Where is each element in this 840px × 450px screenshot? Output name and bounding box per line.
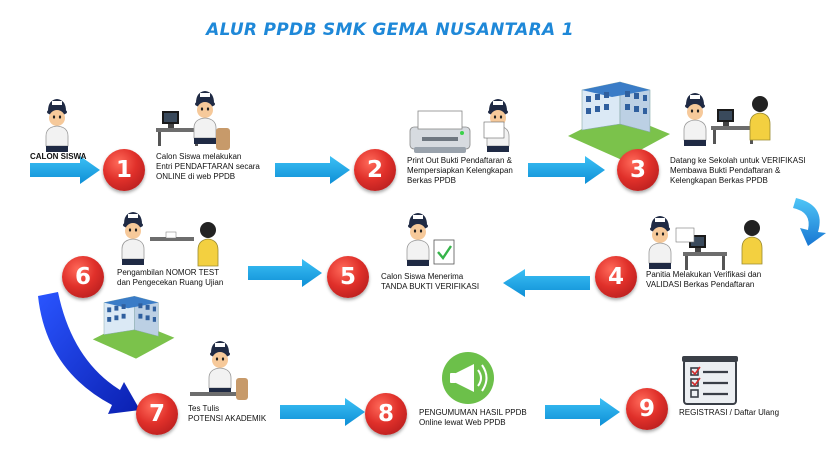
arrow-2-to-3: [528, 156, 605, 184]
flow-arrows: [30, 156, 826, 426]
handover-icon: [121, 211, 219, 267]
step-3-line-1: Datang ke Sekolah untuk VERIFIKASI: [670, 156, 806, 165]
step-6-line-2: dan Pengecekan Ruang Ujian: [117, 278, 224, 287]
step-8-label: PENGUMUMAN HASIL PPDB Online lewat Web P…: [419, 408, 527, 428]
person-writing-test-icon: [190, 340, 248, 400]
step-4-label: Panitia Melakukan Verifikasi dan VALIDAS…: [646, 270, 761, 290]
step-5-line-2: TANDA BUKTI VERIFIKASI: [381, 282, 480, 291]
step-1-line-1: Calon Siswa melakukan: [156, 152, 242, 161]
step-5-label: Calon Siswa Menerima TANDA BUKTI VERIFIK…: [381, 272, 479, 292]
step-2-label: Print Out Bukti Pendaftaran & Mempersiap…: [407, 156, 513, 186]
step-1-label: Calon Siswa melakukan Entri PENDAFTARAN …: [156, 152, 260, 182]
campus-building-icon: [92, 295, 175, 360]
diagram-title: ALUR PPDB SMK GEMA NUSANTARA 1: [206, 20, 574, 40]
step-6-label: Pengambilan NOMOR TEST dan Pengecekan Ru…: [117, 268, 223, 288]
step-2-badge: 2: [354, 149, 396, 191]
arrow-8-to-9: [545, 398, 620, 426]
step-1-line-3: ONLINE di web PPDB: [156, 172, 236, 181]
step-3-badge: 3: [617, 149, 659, 191]
arrow-start-to-1: [30, 156, 100, 184]
step-8-badge: 8: [365, 393, 407, 435]
step-5-line-1: Calon Siswa Menerima: [381, 272, 464, 281]
step-3-line-3: Kelengkapan Berkas PPDB: [670, 176, 768, 185]
step-5-badge: 5: [327, 256, 369, 298]
illustrations: [45, 81, 771, 405]
step-2-line-1: Print Out Bukti Pendaftaran &: [407, 156, 512, 165]
step-6-badge: 6: [62, 256, 104, 298]
person-with-document-icon: [406, 212, 455, 267]
staff-at-desk-icon: [683, 92, 771, 147]
step-2-line-3: Berkas PPDB: [407, 176, 456, 185]
person-with-print-icon: [483, 98, 510, 153]
step-9-label: REGISTRASI / Daftar Ulang: [679, 408, 779, 418]
arrow-3-to-4-curve: [793, 198, 826, 246]
verification-desk-icon: [648, 215, 763, 270]
step-3-line-2: Membawa Bukti Pendaftaran &: [670, 166, 781, 175]
arrow-1-to-2: [275, 156, 350, 184]
checklist-icon: [682, 356, 738, 405]
school-building-icon: [567, 81, 671, 161]
step-4-line-1: Panitia Melakukan Verifikasi dan: [646, 270, 762, 279]
step-7-label: Tes Tulis POTENSI AKADEMIK: [188, 404, 266, 424]
printer-icon: [409, 110, 471, 153]
step-8-line-2: Online lewat Web PPDB: [419, 418, 506, 427]
arrow-6-to-7-curve: [38, 292, 140, 414]
step-8-line-1: PENGUMUMAN HASIL PPDB: [419, 408, 527, 417]
step-4-line-2: VALIDASI Berkas Pendaftaran: [646, 280, 755, 289]
step-9-badge: 9: [626, 388, 668, 430]
person-at-computer-icon: [156, 90, 230, 150]
step-9-line-1: REGISTRASI / Daftar Ulang: [679, 408, 780, 417]
step-2-line-2: Mempersiapkan Kelengkapan: [407, 166, 513, 175]
step-3-label: Datang ke Sekolah untuk VERIFIKASI Memba…: [670, 156, 806, 186]
student-figure-icon: [45, 98, 69, 153]
arrow-7-to-8: [280, 398, 365, 426]
step-1-badge: 1: [103, 149, 145, 191]
arrow-4-to-5: [503, 269, 590, 297]
step-4-badge: 4: [595, 256, 637, 298]
start-label: CALON SISWA: [30, 152, 87, 161]
step-7-line-1: Tes Tulis: [188, 404, 220, 413]
step-7-badge: 7: [136, 393, 178, 435]
step-6-line-1: Pengambilan NOMOR TEST: [117, 268, 220, 277]
arrow-6-to-5: [248, 259, 322, 287]
step-7-line-2: POTENSI AKADEMIK: [188, 414, 267, 423]
step-1-line-2: Entri PENDAFTARAN secara: [156, 162, 260, 171]
megaphone-icon: [442, 352, 494, 404]
